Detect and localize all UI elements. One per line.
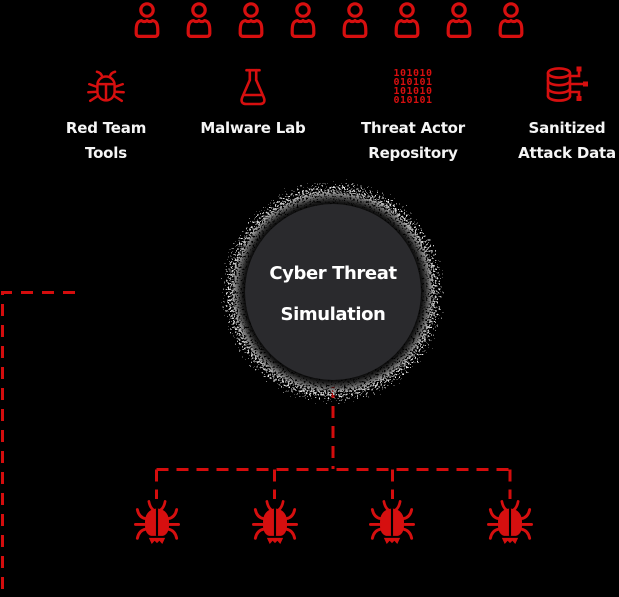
source-label: Red Team Tools: [66, 116, 146, 166]
simulation-node: [209, 168, 457, 416]
simulation-circle: [245, 204, 421, 380]
bugs-row: [0, 498, 619, 548]
source-label: Malware Lab: [200, 116, 305, 141]
left-branch-dashed-line: [1, 291, 75, 597]
center-label-line2: Simulation: [280, 304, 386, 325]
source-red-team-tools: Red Team Tools: [36, 62, 176, 166]
source-label: Sanitized Attack Data: [518, 116, 616, 166]
bug-icon: [487, 498, 533, 546]
simulation-node-label: Cyber Threat Simulation: [233, 253, 433, 335]
bug-icon: [252, 498, 298, 546]
source-label-line2: Attack Data: [518, 144, 616, 162]
source-label: Threat Actor Repository: [361, 116, 465, 166]
binary-row: 010101: [393, 77, 433, 88]
binary-row: 101010: [393, 68, 433, 79]
center-label-line1: Cyber Threat: [269, 263, 397, 284]
source-malware-lab: Malware Lab: [183, 62, 323, 141]
source-label-line1: Threat Actor: [361, 119, 465, 137]
source-sanitized-attack-data: Sanitized Attack Data: [497, 62, 619, 166]
source-label-line1: Red Team: [65, 119, 147, 137]
source-label-line2: Repository: [368, 144, 458, 162]
source-label-line1: Malware Lab: [200, 119, 306, 137]
source-label-line2: Tools: [85, 144, 127, 162]
bug-icon: [134, 498, 180, 546]
source-label-line1: Sanitized: [528, 119, 606, 137]
binary-row: 101010: [393, 86, 433, 97]
binary-row: 010101: [393, 95, 433, 106]
bug-icon: [369, 498, 415, 546]
